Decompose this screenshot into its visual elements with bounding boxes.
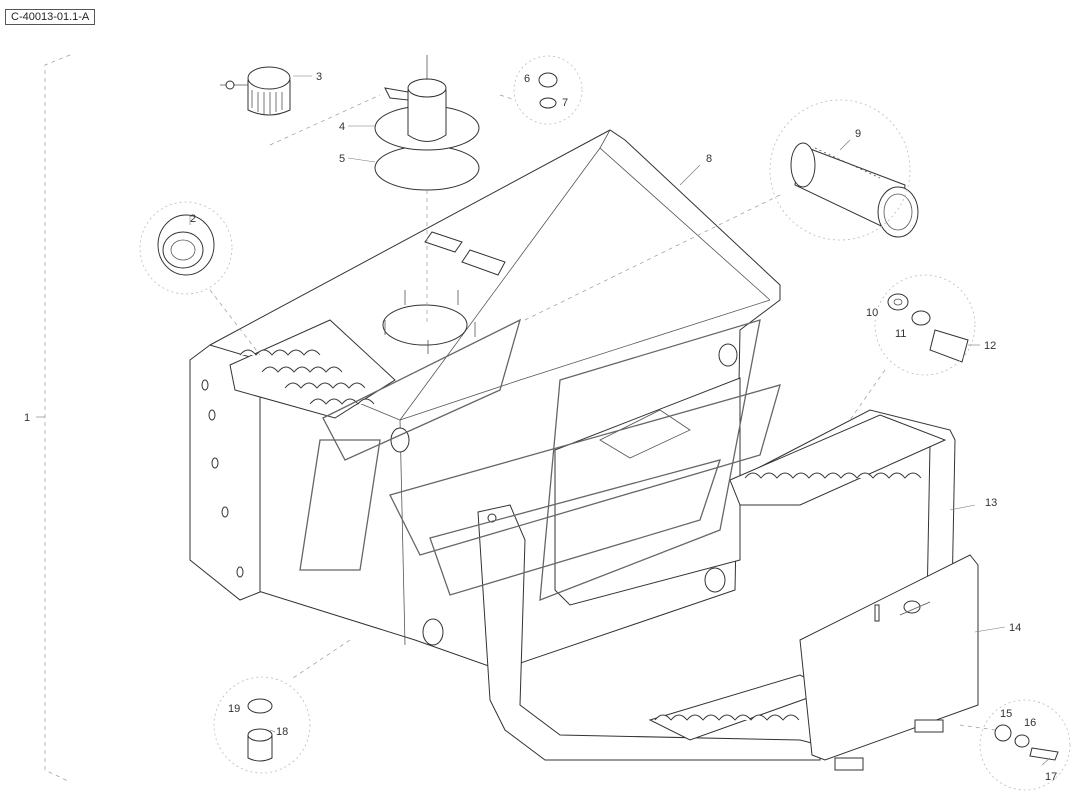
callout-17: 17 bbox=[1045, 771, 1057, 783]
filler-neck bbox=[374, 55, 480, 191]
left-mounting-plate bbox=[189, 344, 261, 601]
fuel-tank bbox=[209, 129, 781, 671]
callout-10: 10 bbox=[866, 307, 878, 319]
callout-labels: 1 2 3 4 5 6 7 8 9 10 11 12 13 14 15 16 1… bbox=[24, 71, 1057, 783]
watermark bbox=[299, 318, 781, 601]
callout-13: 13 bbox=[985, 497, 997, 509]
leader-lines bbox=[189, 75, 1051, 766]
callout-4: 4 bbox=[339, 121, 345, 133]
assembly-bracket bbox=[36, 54, 71, 783]
callout-15: 15 bbox=[1000, 708, 1012, 720]
callout-7: 7 bbox=[562, 97, 568, 109]
callout-1: 1 bbox=[24, 412, 30, 424]
callout-8: 8 bbox=[706, 153, 712, 165]
callout-9: 9 bbox=[855, 128, 861, 140]
cover-plate bbox=[799, 554, 979, 771]
callout-3: 3 bbox=[316, 71, 322, 83]
callout-16: 16 bbox=[1024, 717, 1036, 729]
callout-2: 2 bbox=[190, 213, 196, 225]
strainer bbox=[790, 142, 919, 238]
callout-14: 14 bbox=[1009, 622, 1021, 634]
connection-lines bbox=[209, 94, 996, 731]
callout-18: 18 bbox=[276, 726, 288, 738]
top-step-plate bbox=[229, 319, 396, 419]
callout-5: 5 bbox=[339, 153, 345, 165]
callout-6: 6 bbox=[524, 73, 530, 85]
callout-11: 11 bbox=[895, 328, 906, 340]
figure-reference-code: C-40013-01.1-A bbox=[5, 9, 96, 25]
breather-ring bbox=[157, 214, 215, 276]
fuel-cap bbox=[220, 66, 291, 116]
callout-12: 12 bbox=[984, 340, 996, 352]
hardware-items bbox=[247, 72, 1059, 762]
detail-bubbles bbox=[139, 55, 1071, 791]
callout-19: 19 bbox=[228, 703, 240, 715]
